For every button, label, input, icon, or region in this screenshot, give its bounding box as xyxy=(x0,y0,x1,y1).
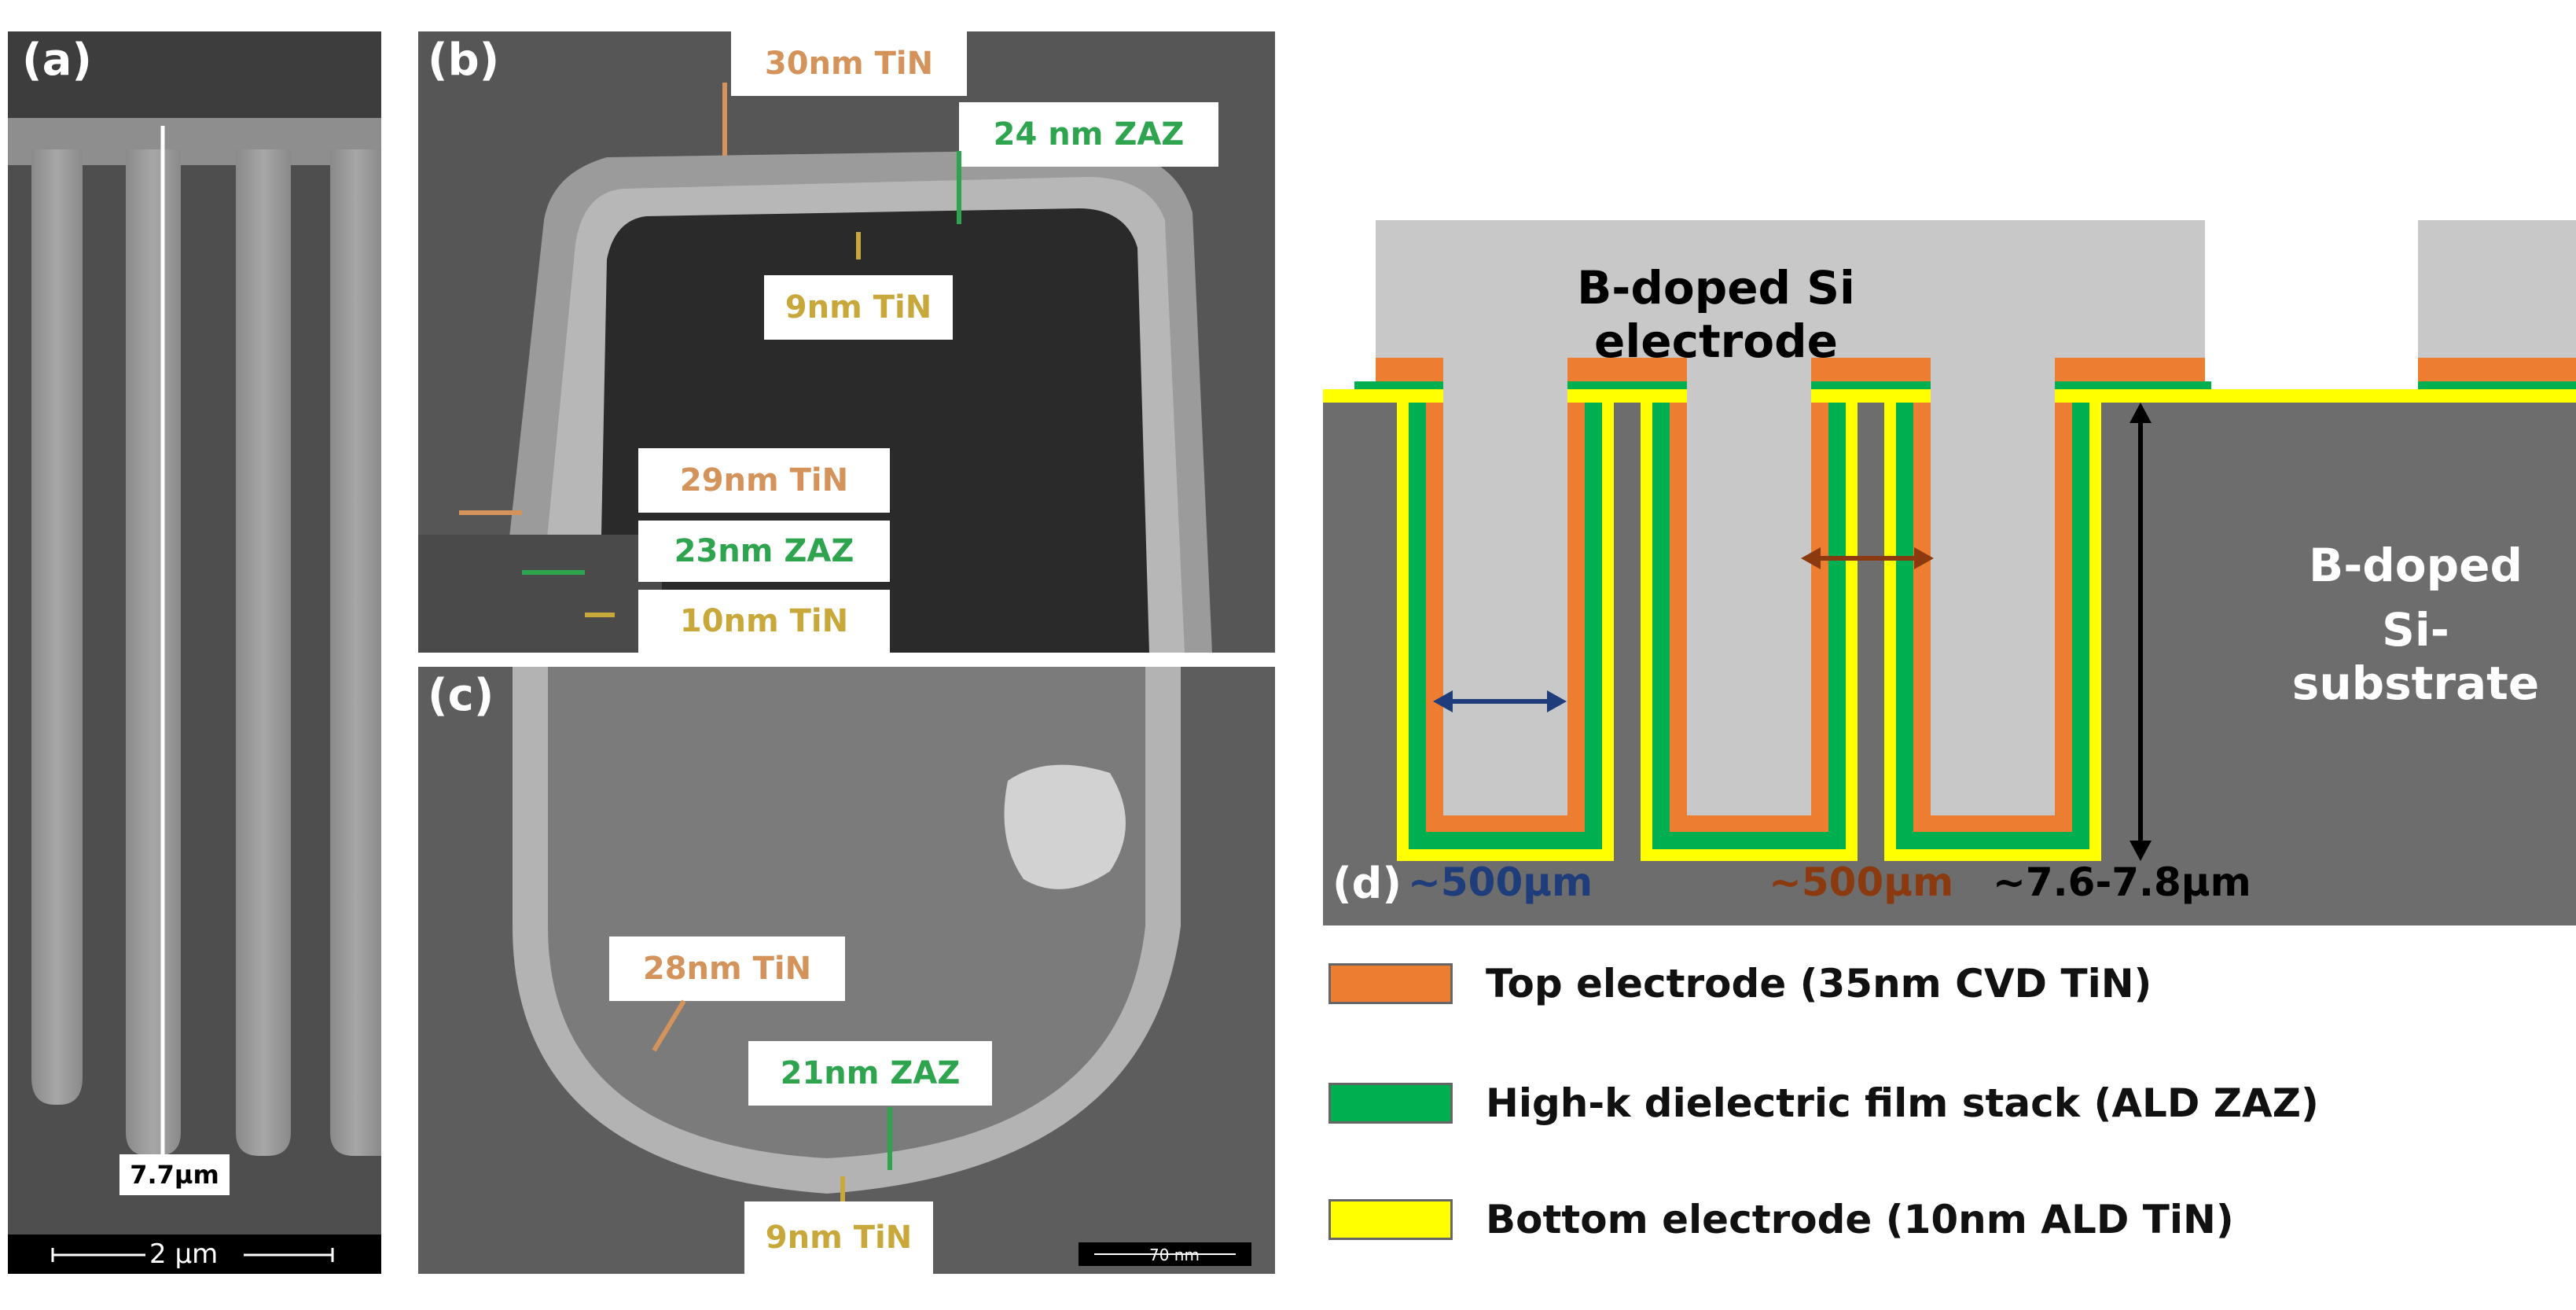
panel-d-depth-label: ~7.6-7.8µm xyxy=(1993,859,2251,905)
panel-d-trench-diagram xyxy=(1323,220,2576,925)
panel-a-sem-image: (a) 7.7µm 2 µm xyxy=(8,31,381,1274)
panel-d-pillar-width-label: ~500µm xyxy=(1769,859,1954,905)
panel-d-label: (d) xyxy=(1332,859,1402,908)
legend-swatch-dielectric xyxy=(1328,1083,1453,1124)
panel-c-label: (c) xyxy=(428,670,494,721)
trench-3 xyxy=(1884,358,2101,861)
trench-width-arrow xyxy=(1433,690,1567,712)
panel-d-substrate-label-2: Si-substrate xyxy=(2291,603,2540,710)
panel-b-sem-image: (b) 30nm TiN 24 nm ZAZ 9nm TiN 29nm TiN … xyxy=(418,31,1275,653)
panel-b-tin-side-label: 29nm TiN xyxy=(638,448,890,513)
legend-label-bottom-electrode: Bottom electrode (10nm ALD TiN) xyxy=(1486,1197,2234,1242)
depth-arrow xyxy=(2130,403,2152,861)
trench-1 xyxy=(1397,358,1614,861)
legend-label-top-electrode: Top electrode (35nm CVD TiN) xyxy=(1486,961,2152,1006)
panel-b-zaz-side-label: 23nm ZAZ xyxy=(638,521,890,582)
panel-a-trench-graphic xyxy=(8,31,381,1274)
panel-b-tin-top-label: 30nm TiN xyxy=(731,31,967,96)
trench-2 xyxy=(1641,358,1858,861)
panel-b-marker-lines xyxy=(459,83,961,617)
panel-d-top-electrode-label: B-doped Si electrode xyxy=(1577,261,1855,368)
panel-c-marker-lines xyxy=(652,999,1236,1255)
legend-item-top-electrode: Top electrode (35nm CVD TiN) xyxy=(1328,961,2152,1006)
top-electrode-block xyxy=(1376,220,2205,358)
panel-c-zaz-label: 21nm ZAZ xyxy=(748,1041,992,1106)
panel-b-zaz-top-label: 24 nm ZAZ xyxy=(959,102,1218,167)
panel-b-label: (b) xyxy=(428,35,500,86)
panel-a-depth-label: 7.7µm xyxy=(119,1154,230,1195)
panel-a-scale-label: 2 µm xyxy=(149,1238,219,1270)
panel-c-tin-outer-label: 28nm TiN xyxy=(609,937,845,1001)
panel-d-substrate-label-1: B-doped xyxy=(2308,539,2523,592)
panel-c-trench-graphic xyxy=(418,667,1275,1274)
pillar-width-arrow xyxy=(1801,547,1934,569)
legend-item-bottom-electrode: Bottom electrode (10nm ALD TiN) xyxy=(1328,1197,2234,1242)
panel-b-tin-inner-side-label: 10nm TiN xyxy=(638,590,890,653)
legend-item-dielectric: High-k dielectric film stack (ALD ZAZ) xyxy=(1328,1080,2319,1126)
legend-swatch-top-electrode xyxy=(1328,963,1453,1004)
panel-d-schematic: B-doped Si electrode B-doped Si-substrat… xyxy=(1323,220,2576,925)
panel-a-label: (a) xyxy=(22,35,92,86)
panel-d-trench-width-label: ~500µm xyxy=(1408,859,1593,905)
top-electrode-block-right xyxy=(2418,220,2576,358)
panel-a-scale-bar: 2 µm xyxy=(51,1238,334,1270)
legend-swatch-bottom-electrode xyxy=(1328,1199,1453,1240)
legend-label-dielectric: High-k dielectric film stack (ALD ZAZ) xyxy=(1486,1080,2319,1126)
panel-b-tin-inner-top-label: 9nm TiN xyxy=(764,275,953,340)
panel-c-scale-label: 70 nm xyxy=(1149,1246,1200,1264)
panel-c-tin-inner-label: 9nm TiN xyxy=(744,1201,933,1274)
panel-c-sem-image: (c) 28nm TiN 21nm ZAZ 9nm TiN 70 nm xyxy=(418,667,1275,1274)
